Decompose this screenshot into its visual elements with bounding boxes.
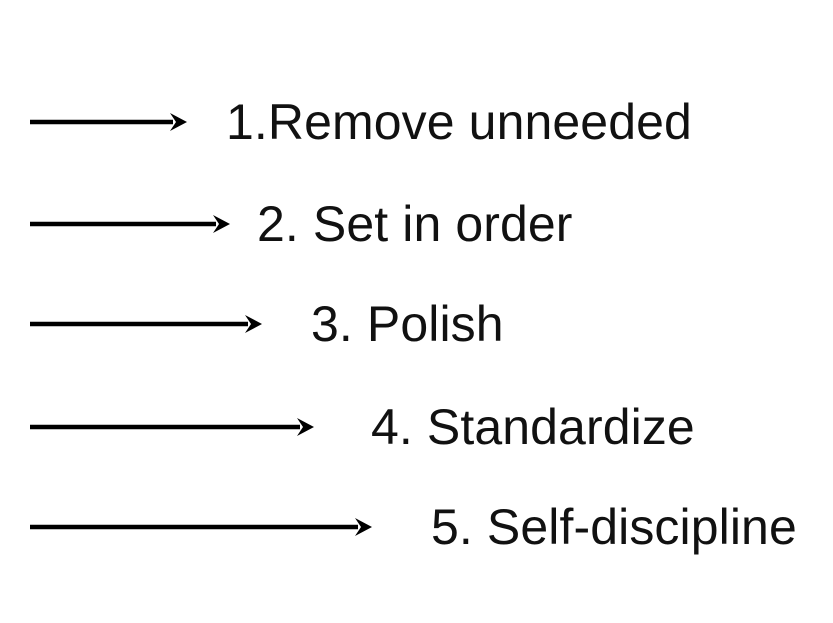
step-row: 1.Remove unneeded xyxy=(0,92,833,152)
step-row: 2. Set in order xyxy=(0,194,833,254)
step-row: 4. Standardize xyxy=(0,397,833,457)
arrow-right-icon xyxy=(30,418,314,436)
step-arrow xyxy=(0,294,268,354)
arrow-right-icon xyxy=(30,518,372,536)
arrow-right-icon xyxy=(30,215,230,233)
step-label-2: 2. Set in order xyxy=(257,196,573,252)
step-arrow xyxy=(0,497,378,557)
step-row: 3. Polish xyxy=(0,294,833,354)
step-arrow xyxy=(0,194,236,254)
step-label-4: 4. Standardize xyxy=(371,399,695,455)
step-label-1: 1.Remove unneeded xyxy=(226,94,692,150)
arrow-right-icon xyxy=(30,113,187,131)
step-row: 5. Self-discipline xyxy=(0,497,833,557)
step-label-3: 3. Polish xyxy=(311,296,504,352)
arrow-right-icon xyxy=(30,315,262,333)
step-arrow xyxy=(0,397,320,457)
step-label-5: 5. Self-discipline xyxy=(431,499,797,555)
step-arrow xyxy=(0,92,193,152)
